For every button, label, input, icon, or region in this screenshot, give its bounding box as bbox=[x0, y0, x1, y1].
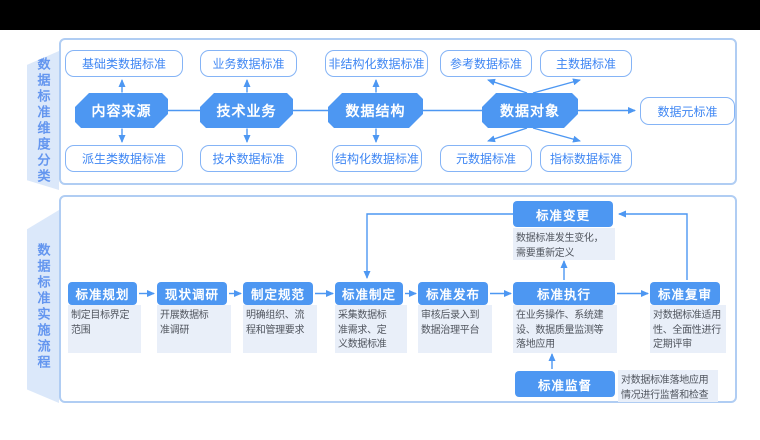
step-specification-title: 制定规范 bbox=[243, 282, 313, 305]
step-planning-desc: 制定目标界定 范围 bbox=[68, 305, 141, 353]
step-publication-title: 标准发布 bbox=[418, 282, 488, 305]
step-review-desc: 对数据标准适用 性、全面性进行 定期评审 bbox=[650, 305, 726, 353]
dimension-panel-label: 数据标准维度分类 bbox=[27, 51, 59, 190]
std-box-master: 主数据标准 bbox=[540, 50, 632, 77]
step-publication-desc: 审核后录入到 数据治理平台 bbox=[418, 305, 492, 353]
top-black-bar bbox=[0, 0, 760, 30]
step-formulation-desc: 采集数据标 准需求、定 义数据标准 bbox=[335, 305, 407, 353]
box-change-desc: 数据标准发生变化， 需要重新定义 bbox=[513, 228, 615, 260]
step-execution-title: 标准执行 bbox=[513, 282, 615, 305]
box-change-title: 标准变更 bbox=[513, 201, 613, 227]
node-tech-business: 技术业务 bbox=[200, 93, 293, 128]
node-data-object: 数据对象 bbox=[482, 93, 578, 128]
box-supervision-title: 标准监督 bbox=[515, 371, 615, 397]
std-box-derived: 派生类数据标准 bbox=[65, 145, 183, 172]
node-content-source: 内容来源 bbox=[75, 93, 168, 128]
std-box-technical: 技术数据标准 bbox=[200, 145, 297, 172]
step-specification-desc: 明确组织、流 程和管理要求 bbox=[243, 305, 317, 353]
step-research-desc: 开展数据标 准调研 bbox=[157, 305, 231, 353]
std-box-basic: 基础类数据标准 bbox=[65, 50, 183, 77]
std-box-business: 业务数据标准 bbox=[200, 50, 297, 77]
std-box-structured: 结构化数据标准 bbox=[332, 145, 422, 172]
step-planning-title: 标准规划 bbox=[68, 282, 137, 305]
std-box-metadata: 元数据标准 bbox=[440, 145, 532, 172]
step-research-title: 现状调研 bbox=[157, 282, 227, 305]
std-box-dataelement: 数据元标准 bbox=[640, 97, 735, 125]
std-box-unstructured: 非结构化数据标准 bbox=[325, 50, 428, 77]
std-box-reference: 参考数据标准 bbox=[440, 50, 532, 77]
step-execution-desc: 在业务操作、系统建 设、数据质量监测等 落地应用 bbox=[513, 305, 617, 353]
std-box-indicator: 指标数据标准 bbox=[540, 145, 632, 172]
step-review-title: 标准复审 bbox=[650, 282, 720, 305]
process-panel-label: 数据标准实施流程 bbox=[27, 210, 59, 403]
step-formulation-title: 标准制定 bbox=[335, 282, 403, 305]
box-supervision-desc: 对数据标准落地应用 情况进行监督和检查 bbox=[618, 370, 718, 402]
node-data-structure: 数据结构 bbox=[328, 93, 423, 128]
